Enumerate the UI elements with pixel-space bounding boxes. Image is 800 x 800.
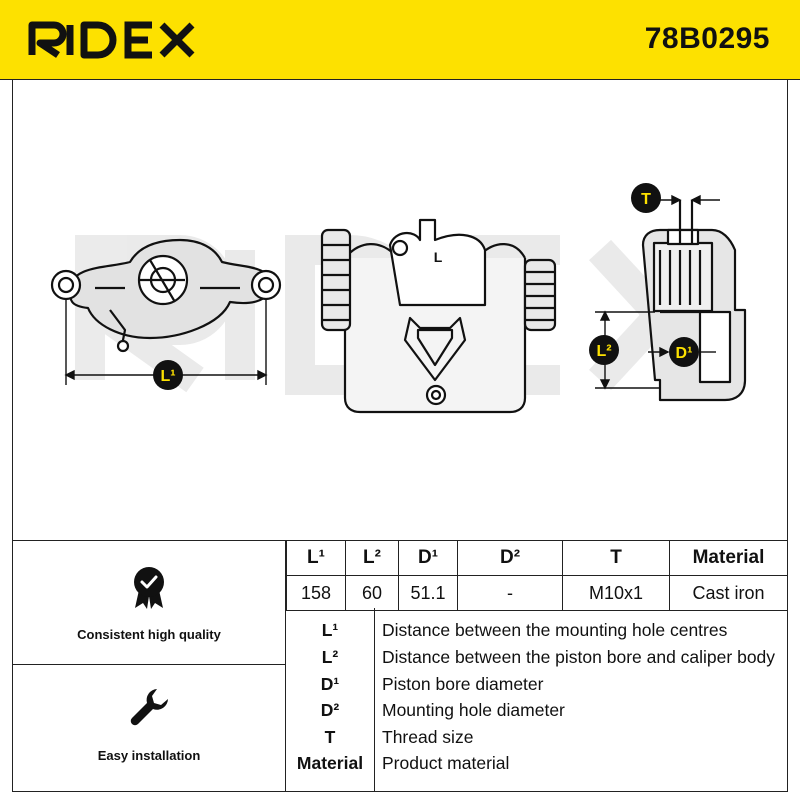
legend-item: Material Product material [286,753,788,779]
legend-divider [374,608,375,792]
features-divider [12,664,286,665]
legend-key: D¹ [320,674,340,694]
part-number: 78B0295 [644,22,770,55]
legend-desc: Thread size [382,727,474,747]
legend-desc: Distance between the mounting hole centr… [382,620,728,640]
legend: L¹ Distance between the mounting hole ce… [286,608,788,792]
badge-check-icon [134,567,164,609]
spec-value-row: 158 60 51.1 - M10x1 Cast iron [286,575,788,611]
l1-marker [153,360,183,390]
legend-item: D² Mounting hole diameter [286,700,788,726]
spec-header-d1: D¹ [398,540,458,576]
spec-header-row: L¹ L² D¹ D² T Material [286,540,788,576]
feature-installation: Easy installation [12,680,286,790]
d1-dimension [648,346,716,358]
caliper-side-view [320,218,557,414]
spec-table: L¹ L² D¹ D² T Material 158 60 51.1 - M10… [286,540,788,611]
spec-header-l2: L² [345,540,399,576]
spec-value-d2: - [457,575,563,611]
d1-marker [669,337,699,367]
l2-dimension [595,310,660,390]
t-dimension [660,194,720,206]
legend-key: D² [320,700,340,720]
l2-marker [589,335,619,365]
legend-key: T [324,727,336,747]
feature-quality: Consistent high quality [12,560,286,660]
feature-quality-label: Consistent high quality [77,627,221,642]
brand-logo [28,21,195,59]
legend-key: L¹ [321,620,339,640]
spec-value-d1: 51.1 [398,575,458,611]
legend-item: L¹ Distance between the mounting hole ce… [286,620,788,646]
spec-header-d2: D² [457,540,563,576]
feature-installation-label: Easy installation [97,748,201,763]
features-panel [12,540,286,792]
spec-value-l2: 60 [345,575,399,611]
legend-key: Material [296,753,364,773]
legend-desc: Distance between the piston bore and cal… [382,647,776,667]
l2-marker-label: L² [596,343,611,360]
legend-desc: Piston bore diameter [382,674,544,694]
caliper-front-view [50,238,282,353]
t-marker [631,183,661,213]
spec-value-t: M10x1 [562,575,670,611]
legend-desc: Product material [382,753,510,773]
wrench-icon [130,689,168,726]
legend-item: T Thread size [286,727,788,753]
legend-key: L² [321,647,339,667]
caliper-section-view [641,200,747,402]
spec-header-l1: L¹ [286,540,346,576]
spec-value-material: Cast iron [669,575,788,611]
l1-marker-label: L¹ [160,368,175,385]
header-bar: 78B0295 [0,0,800,80]
spec-header-material: Material [669,540,788,576]
t-marker-label: T [641,191,651,208]
d1-marker-label: D¹ [676,345,693,362]
spec-header-t: T [562,540,670,576]
caliper-drawing: L¹ L T L² [50,183,747,414]
legend-item: D¹ Piston bore diameter [286,674,788,700]
legend-desc: Mounting hole diameter [382,700,565,720]
drawing-mark-l: L [434,249,443,265]
spec-value-l1: 158 [286,575,346,611]
legend-item: L² Distance between the piston bore and … [286,647,788,673]
